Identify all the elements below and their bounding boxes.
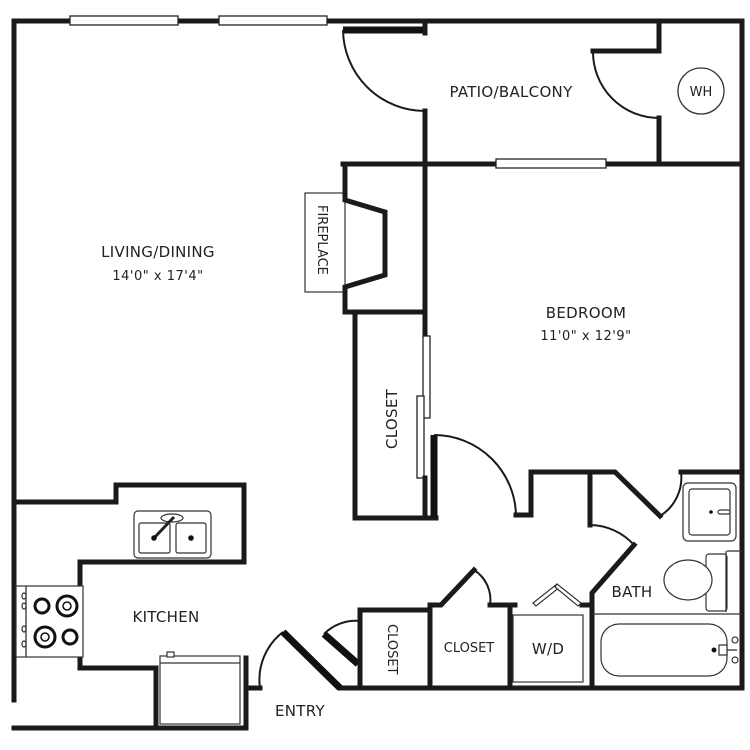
bedroom-door xyxy=(433,434,517,518)
water-heater-label: WH xyxy=(690,85,713,100)
bedroom-closet: CLOSET xyxy=(352,161,439,521)
bath-sink-icon xyxy=(682,482,737,542)
bath-walls: BATH xyxy=(513,469,745,691)
patio-area: WH PATIO/BALCONY xyxy=(340,18,745,169)
bedroom-label: BEDROOM xyxy=(546,304,626,322)
kitchen-sink-icon xyxy=(133,510,212,559)
hall-closet-label: CLOSET xyxy=(444,641,495,656)
fireplace: FIREPLACE xyxy=(304,161,428,315)
living-dining-label: LIVING/DINING xyxy=(101,243,215,261)
laundry-and-closets: W/D CLOSET CLOSET xyxy=(321,566,595,691)
bath-label: BATH xyxy=(611,583,652,601)
entry-door: ENTRY xyxy=(243,629,343,731)
bathtub-icon xyxy=(600,623,739,677)
living-dining-dimensions: 14'0" x 17'4" xyxy=(112,269,203,284)
entry-label: ENTRY xyxy=(275,702,326,720)
refrigerator-icon xyxy=(159,651,241,725)
bedroom-dimensions: 11'0" x 12'9" xyxy=(540,329,631,344)
stove-icon xyxy=(15,585,84,658)
fireplace-label: FIREPLACE xyxy=(314,205,329,275)
water-heater-icon xyxy=(677,67,725,115)
bedroom: BEDROOM 11'0" x 12'9" xyxy=(540,304,631,344)
kitchen-label: KITCHEN xyxy=(132,608,199,626)
laundry-label: W/D xyxy=(532,640,564,658)
entry-closet-label: CLOSET xyxy=(384,624,399,675)
living-windows xyxy=(69,15,328,26)
living-dining: LIVING/DINING 14'0" x 17'4" xyxy=(101,243,215,284)
patio-label: PATIO/BALCONY xyxy=(449,83,573,101)
outer-walls xyxy=(11,18,745,731)
bedroom-closet-label: CLOSET xyxy=(383,388,401,449)
kitchen: KITCHEN xyxy=(11,482,247,731)
toilet-icon xyxy=(663,550,742,612)
